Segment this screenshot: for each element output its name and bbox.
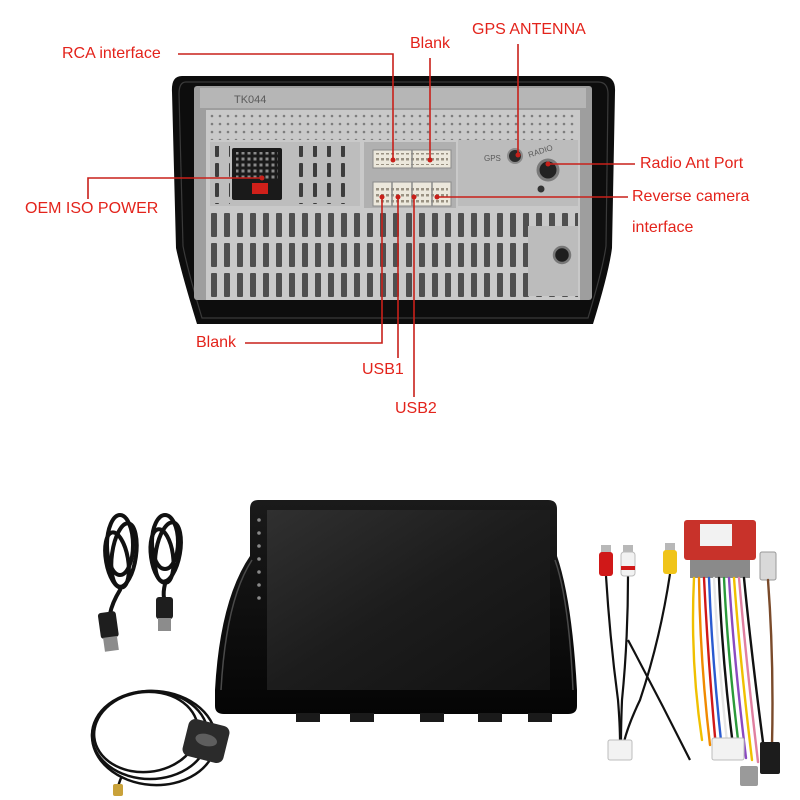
- leader-dot-reverse-camera: [434, 194, 440, 200]
- usb-plug-2: [156, 597, 173, 631]
- lower-port-area: [528, 226, 578, 296]
- iso-left-slots: [212, 146, 230, 204]
- radio-antenna-port: [536, 158, 560, 182]
- harness-end-connectors: [711, 737, 780, 786]
- iso-side-slots: [292, 146, 354, 204]
- leader-dot-blank-bottom: [379, 194, 385, 200]
- leader-line-oem-iso-power: [87, 177, 262, 199]
- front-bezel-highlight: [220, 559, 574, 691]
- leader-dot-oem-iso-power: [259, 175, 265, 181]
- head-unit-rear: TK044 GPS RADIO: [171, 76, 616, 324]
- gps-antenna-puck: [182, 718, 230, 764]
- callout-oem-iso-power: OEM ISO POWER: [25, 200, 159, 217]
- usb-plug-1: [97, 611, 119, 652]
- rca-bottom-connector: [607, 739, 633, 761]
- callout-blank-top: Blank: [410, 35, 451, 52]
- leader-line-rca: [178, 53, 394, 160]
- leader-line-blank-bottom: [245, 197, 383, 344]
- model-marking: TK044: [234, 94, 266, 106]
- callout-gps-antenna: GPS ANTENNA: [472, 21, 586, 38]
- harness-wires: [691, 576, 774, 767]
- heat-sink-slots: [208, 210, 578, 298]
- leader-dot-gps-antenna: [515, 152, 521, 158]
- rear-bezel-sheen: [178, 81, 609, 319]
- leader-lines: [87, 44, 635, 397]
- rca-plug-red: [599, 545, 613, 576]
- callout-usb1: USB1: [362, 361, 404, 378]
- usb-cable-2: [148, 513, 183, 600]
- front-mount-clips: [296, 713, 552, 722]
- callout-blank-bottom: Blank: [196, 334, 237, 351]
- lower-round-port: [552, 245, 572, 265]
- harness-side-connector: [759, 551, 777, 581]
- rca-cables: [604, 573, 691, 761]
- front-side-buttons: [257, 518, 261, 600]
- callout-usb2: USB2: [395, 400, 437, 417]
- gps-sma-connector: [113, 784, 123, 796]
- harness-box: [684, 520, 777, 581]
- rca-plug-white: [620, 545, 636, 577]
- front-screen: [267, 510, 550, 690]
- harness-box-sticker: [700, 524, 732, 546]
- small-port: [537, 185, 545, 193]
- leader-dot-radio-ant-port: [545, 161, 551, 167]
- leader-dot-blank-top: [427, 157, 433, 163]
- leader-dot-rca: [390, 157, 396, 163]
- leader-dot-usb1: [395, 194, 401, 200]
- callout-reverse-camera-line2: interface: [632, 219, 694, 236]
- head-unit-front: [215, 500, 577, 722]
- iso-connector-pins: [236, 152, 278, 180]
- rca-plug-yellow: [663, 543, 677, 574]
- usb-cable-1: [103, 513, 139, 616]
- callout-reverse-camera-line1: Reverse camera: [632, 188, 750, 205]
- leader-dot-usb2: [411, 194, 417, 200]
- iso-red-tab: [252, 183, 268, 194]
- gps-marking: GPS: [484, 154, 501, 163]
- callout-radio-ant-port: Radio Ant Port: [640, 155, 744, 172]
- callout-rca-interface: RCA interface: [62, 45, 161, 62]
